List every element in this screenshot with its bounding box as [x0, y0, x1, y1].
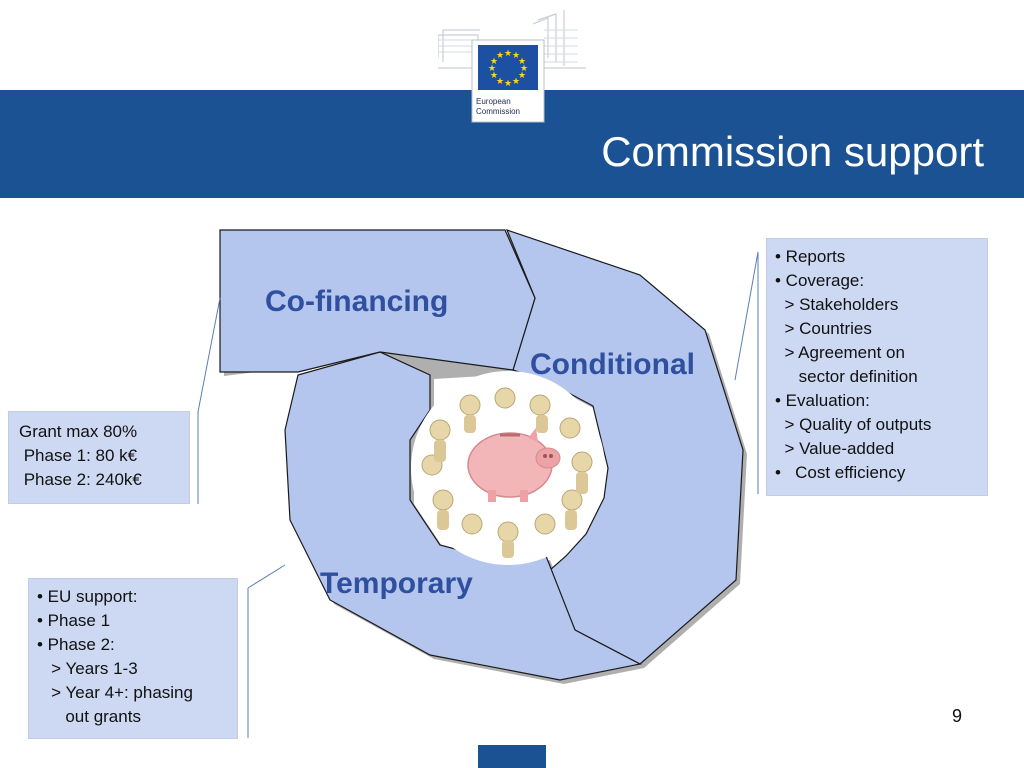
grant-box: Grant max 80% Phase 1: 80 k€ Phase 2: 24… [8, 411, 190, 504]
svg-text:★: ★ [518, 57, 526, 67]
svg-text:★: ★ [504, 79, 512, 89]
grant-line: Phase 2: 240k€ [19, 470, 142, 489]
detail-line: • Coverage: [775, 271, 865, 290]
svg-text:★: ★ [512, 77, 520, 87]
page-number: 9 [951, 706, 962, 726]
bottom-tab [478, 745, 546, 768]
detail-line: • Cost efficiency [775, 463, 906, 482]
european-commission-logo: ★ ★ ★ ★ ★ ★ ★ ★ ★ ★ ★ ★ European Commiss… [437, 10, 588, 125]
svg-text:★: ★ [488, 64, 496, 74]
conditional-details-box: • Reports • Coverage: > Stakeholders > C… [766, 238, 988, 496]
svg-text:★: ★ [520, 64, 528, 74]
temporary-label: Temporary [320, 567, 473, 600]
grant-line: Grant max 80% [19, 422, 138, 441]
detail-line: • Phase 2: [37, 635, 115, 654]
piggy-bank-icon [413, 373, 603, 563]
detail-line: • Phase 1 [37, 611, 111, 630]
detail-line: > Year 4+: phasing [37, 683, 193, 702]
detail-line: > Countries [775, 319, 872, 338]
svg-text:★: ★ [490, 71, 498, 81]
svg-text:★: ★ [496, 51, 504, 61]
logo-text-line2: Commission [476, 107, 520, 116]
detail-line: > Agreement on [775, 343, 905, 362]
temporary-details-box: • EU support: • Phase 1 • Phase 2: > Yea… [28, 578, 238, 739]
conditional-label: Conditional [530, 348, 695, 381]
cofinancing-label: Co-financing [265, 285, 449, 318]
detail-line: > Value-added [775, 439, 895, 458]
svg-text:★: ★ [518, 71, 526, 81]
svg-text:★: ★ [512, 51, 520, 61]
detail-line: sector definition [775, 367, 918, 386]
temporary-segment [284, 351, 642, 681]
connector-temporary [247, 564, 286, 589]
detail-line: > Stakeholders [775, 295, 899, 314]
slide-title: Commission support [601, 128, 984, 175]
svg-text:★: ★ [490, 57, 498, 67]
detail-line: • Reports [775, 247, 846, 266]
eu-flag-icon [478, 45, 538, 90]
connector-grant [197, 297, 221, 413]
logo-text-line1: European [476, 97, 511, 106]
svg-text:★: ★ [504, 49, 512, 59]
cofinancing-segment [219, 229, 536, 373]
detail-line: > Years 1-3 [37, 659, 138, 678]
svg-text:★: ★ [496, 77, 504, 87]
detail-line: • EU support: [37, 587, 138, 606]
detail-line: • Evaluation: [775, 391, 870, 410]
connector-conditional [734, 251, 759, 381]
grant-line: Phase 1: 80 k€ [19, 446, 138, 465]
detail-line: > Quality of outputs [775, 415, 932, 434]
detail-line: out grants [37, 707, 141, 726]
